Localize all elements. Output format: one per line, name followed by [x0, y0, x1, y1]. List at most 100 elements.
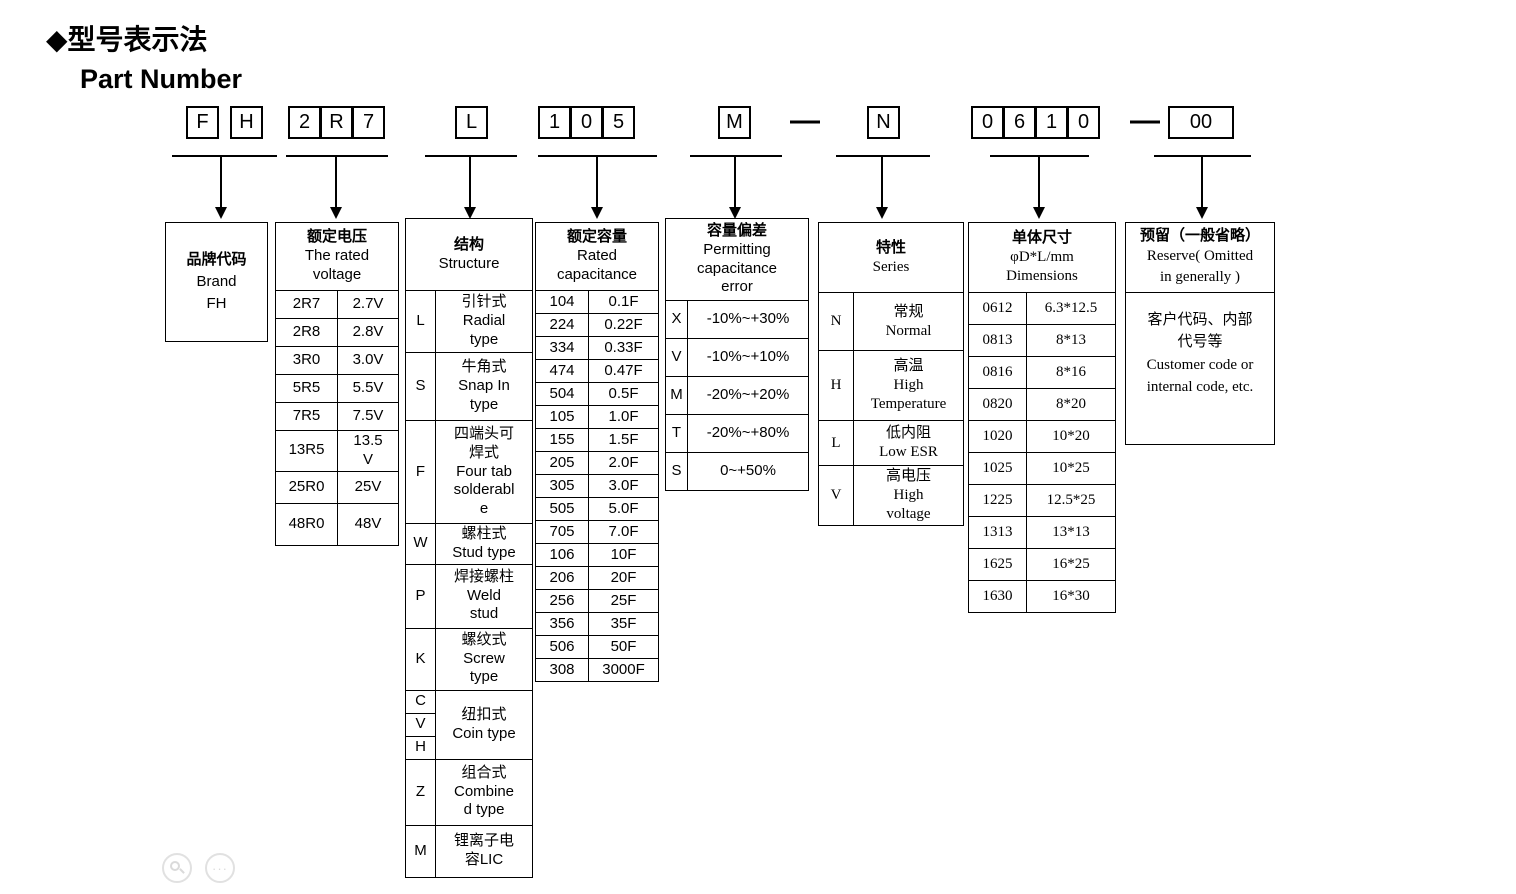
- series-code: L: [818, 420, 854, 466]
- table-cell: 205: [535, 451, 589, 475]
- table-cell: 20F: [587, 566, 660, 590]
- table-cell: 25R0: [275, 470, 338, 504]
- table-cell: 1.5F: [587, 428, 660, 452]
- pn-char-box: 0: [570, 106, 603, 139]
- group-underline: [990, 155, 1089, 157]
- table-cell: 10F: [587, 543, 660, 567]
- group-underline: [538, 155, 657, 157]
- pn-separator-dash: —: [1130, 103, 1160, 137]
- structure-desc: 组合式 Combine d type: [435, 758, 533, 826]
- table-cell: 0.22F: [587, 313, 660, 337]
- table-cell: 10*25: [1026, 452, 1116, 485]
- table-cell: 305: [535, 474, 589, 498]
- series-desc: 高电压 High voltage: [852, 465, 965, 526]
- table-cell: 1625: [968, 548, 1027, 581]
- table-cell: -20%~+20%: [686, 376, 810, 415]
- pn-char-box: L: [455, 106, 488, 139]
- table-cell: 1020: [968, 420, 1027, 453]
- table-cell: 25F: [587, 589, 660, 613]
- magnifier-icon[interactable]: [162, 853, 192, 883]
- down-arrow: [464, 157, 476, 220]
- pn-char-box: 1: [538, 106, 571, 139]
- structure-desc: 引针式 Radial type: [435, 290, 533, 353]
- structure-code: K: [405, 627, 436, 691]
- structure-code: V: [405, 712, 436, 737]
- table-cell: 474: [535, 359, 589, 383]
- table-cell: 505: [535, 497, 589, 521]
- more-dots-glyph: ···: [212, 860, 228, 876]
- table-cell: 5R5: [275, 374, 338, 403]
- structure-code: L: [405, 290, 436, 353]
- series-desc: 低内阻 Low ESR: [852, 420, 965, 466]
- table-cell: 155: [535, 428, 589, 452]
- table-cell: 7R5: [275, 402, 338, 431]
- table-cell: 25V: [336, 470, 400, 504]
- table-cell: 2R7: [275, 290, 338, 319]
- table-cell: 0.1F: [587, 290, 660, 314]
- table-row: X-10%~+30%: [665, 300, 810, 339]
- page-subtitle: Part Number: [80, 64, 243, 94]
- group-underline: [286, 155, 388, 157]
- magnifier-glyph: [170, 861, 185, 875]
- table-cell: 705: [535, 520, 589, 544]
- table-cell: -20%~+80%: [686, 414, 810, 453]
- capacitance-header: 额定容量 Rated capacitance: [534, 222, 660, 291]
- capacitance-error-table: 容量偏差 Permitting capacitance error X-10%~…: [664, 218, 810, 491]
- series-desc: 常规 Normal: [852, 292, 965, 351]
- table-cell: 308: [535, 658, 589, 682]
- table-cell: 8*16: [1026, 356, 1116, 389]
- table-row: H: [405, 735, 533, 760]
- pn-char-box: 2: [288, 106, 321, 139]
- pn-char-box: 0: [1067, 106, 1100, 139]
- pn-char-box: R: [320, 106, 353, 139]
- table-cell: 256: [535, 589, 589, 613]
- structure-desc: 牛角式 Snap In type: [435, 352, 533, 421]
- table-cell: 8*13: [1026, 324, 1116, 357]
- pn-separator-dash: —: [790, 103, 820, 137]
- pn-char-box: 0: [971, 106, 1004, 139]
- table-cell: 1225: [968, 484, 1027, 517]
- pn-char-box: 5: [602, 106, 635, 139]
- structure-desc: 四端头可 焊式 Four tab solderabl e: [435, 420, 533, 524]
- more-icon[interactable]: ···: [205, 853, 235, 883]
- structure-desc: 螺柱式 Stud type: [435, 523, 533, 565]
- structure-code: C: [405, 689, 436, 714]
- series-header: 特性 Series: [817, 222, 965, 293]
- pn-char-box: M: [718, 106, 751, 139]
- table-cell: 35F: [587, 612, 660, 636]
- table-cell: 504: [535, 382, 589, 406]
- table-cell: 3.0F: [587, 474, 660, 498]
- table-cell: 0.5F: [587, 382, 660, 406]
- table-cell: -10%~+10%: [686, 338, 810, 377]
- table-cell: 105: [535, 405, 589, 429]
- table-cell: 13R5: [275, 430, 338, 472]
